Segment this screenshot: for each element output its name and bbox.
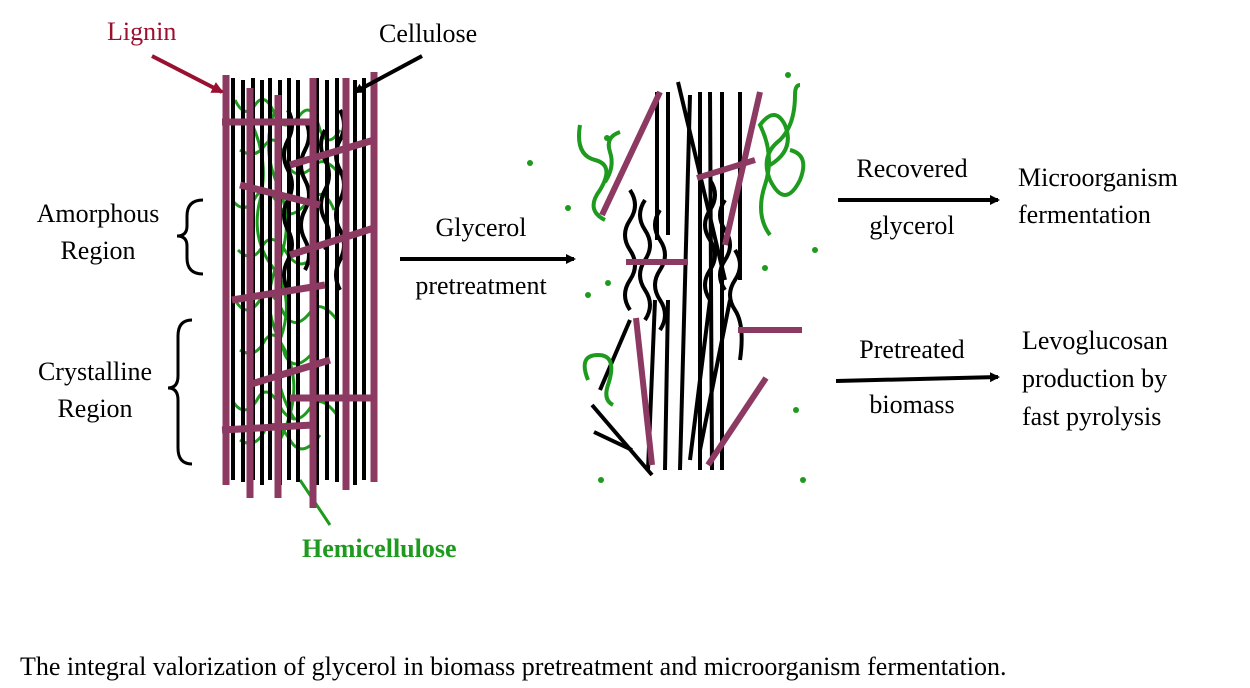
microorganism-label-line2: fermentation	[1018, 200, 1151, 230]
glycerol-pretreatment-label: Glycerol pretreatment	[392, 212, 570, 301]
amorphous-brace	[176, 198, 204, 276]
levoglucosan-label-line3: fast pyrolysis	[1022, 402, 1162, 432]
levoglucosan-label-line1: Levoglucosan	[1022, 326, 1168, 355]
glycerol-dots	[527, 72, 818, 483]
amorphous-label-line1: Amorphous	[36, 199, 160, 228]
glycerol-label-line1: Glycerol	[435, 213, 527, 242]
glycerol-label-line2: pretreatment	[415, 271, 547, 301]
amorphous-label-line2: Region	[60, 236, 136, 266]
crystalline-region-label: Crystalline Region	[20, 356, 170, 424]
lignin-pointer-arrow	[151, 54, 224, 94]
levoglucosan-label: Levoglucosan production by fast pyrolysi…	[1022, 325, 1168, 433]
crystalline-label-line1: Crystalline	[37, 357, 153, 386]
lignin-label: Lignin	[107, 17, 177, 46]
pretreated-label-line2: biomass	[869, 390, 955, 420]
hemicellulose-label: Hemicellulose	[302, 534, 457, 563]
recovered-label-line2: glycerol	[869, 211, 955, 241]
cellulose-fibers-pretreated	[590, 81, 744, 477]
cellulose-pointer-arrow	[353, 54, 423, 94]
microorganism-fermentation-label: Microorganism fermentation	[1018, 162, 1178, 230]
recovered-glycerol-label: Recovered glycerol	[832, 153, 992, 241]
pretreated-biomass-label: Pretreated biomass	[832, 334, 992, 420]
pretreated-biomass-arrow	[835, 372, 1000, 383]
amorphous-region-label: Amorphous Region	[22, 198, 174, 266]
crystalline-brace	[167, 318, 193, 466]
figure-caption: The integral valorization of glycerol in…	[20, 652, 1007, 681]
recovered-label-line1: Recovered	[856, 154, 968, 183]
microorganism-label-line1: Microorganism	[1018, 163, 1178, 192]
hemicellulose-pretreated	[577, 83, 806, 407]
crystalline-label-line2: Region	[57, 394, 133, 424]
cellulose-label: Cellulose	[379, 19, 478, 48]
lignin-bars-pretreated	[599, 90, 802, 467]
levoglucosan-label-line2: production by	[1022, 364, 1168, 394]
lignin-bars-intact	[221, 72, 378, 508]
intact-biomass-bundle	[221, 72, 378, 526]
pretreated-biomass-bundle	[527, 72, 818, 483]
pretreated-label-line1: Pretreated	[859, 335, 965, 364]
